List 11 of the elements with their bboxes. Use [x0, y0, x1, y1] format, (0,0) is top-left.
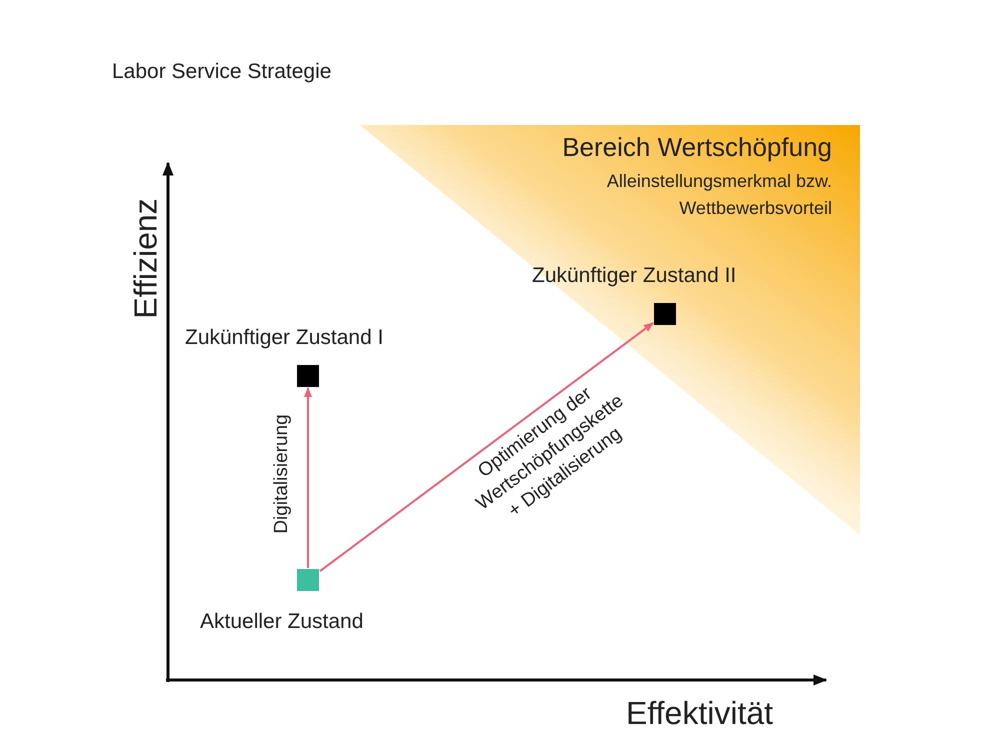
edge-label: Digitalisierung [271, 413, 293, 536]
state-label: Zukünftiger Zustand I [185, 326, 384, 350]
arrow [319, 322, 654, 572]
zone-heading: Bereich Wertschöpfung [562, 132, 832, 163]
axis-label: Effizienz [128, 197, 164, 321]
arrow [304, 387, 312, 568]
state-label: Aktueller Zustand [200, 610, 364, 634]
chart-title: Labor Service Strategie [112, 60, 332, 84]
state-label: Zukünftiger Zustand II [532, 264, 736, 288]
axis-label: Effektivität [626, 695, 774, 732]
zone-description: Alleinstellungsmerkmal bzw. Wettbewerbsvorteil [606, 170, 832, 220]
